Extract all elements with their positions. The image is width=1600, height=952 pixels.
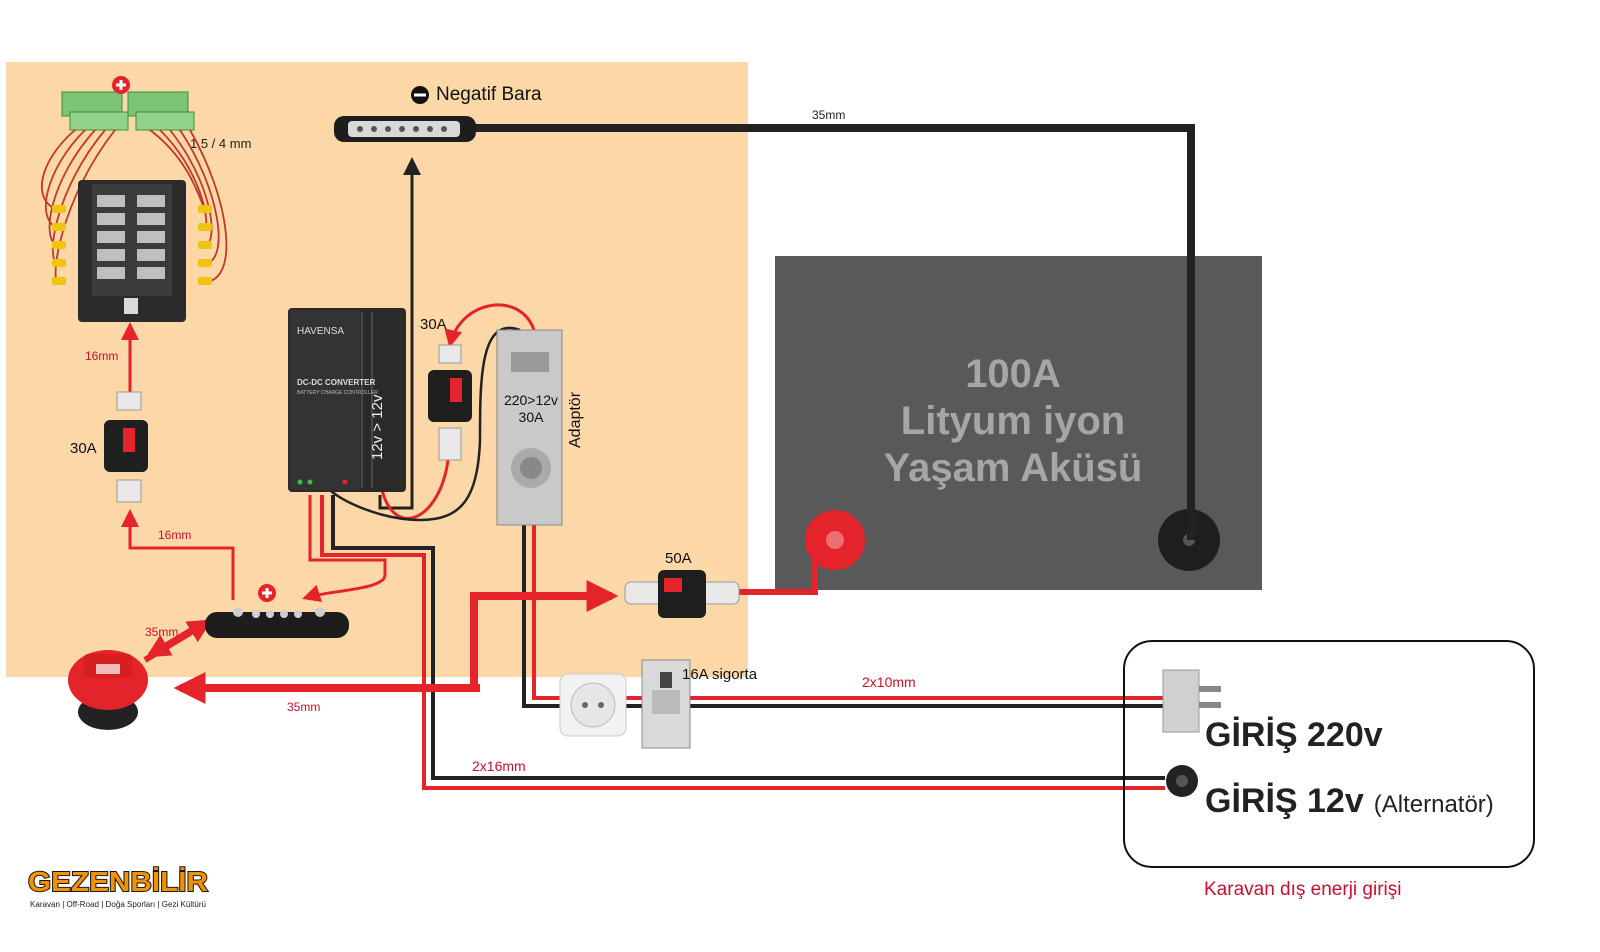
fuse-block-wires bbox=[41, 129, 228, 283]
wire-converter-to-bus bbox=[302, 495, 387, 603]
terminal-block-right bbox=[127, 91, 195, 131]
wire-converter-negative bbox=[378, 157, 421, 510]
wire-adapter-negative-loop bbox=[329, 326, 521, 522]
fuse-left-30a bbox=[104, 391, 148, 503]
label-cable-35-switch-lower: 35mm bbox=[287, 700, 320, 714]
label-fuse-left: 30A bbox=[70, 440, 97, 457]
plus-icon bbox=[112, 76, 130, 94]
label-converter-brand: HAVENSA bbox=[297, 326, 344, 337]
fuse-block bbox=[52, 180, 212, 322]
battery-label-purpose: Yaşam Aküsü bbox=[884, 446, 1143, 490]
wire-fuse-to-battery bbox=[738, 560, 818, 595]
external-input-box bbox=[1123, 640, 1535, 868]
power-adapter bbox=[496, 329, 563, 526]
label-converter-title: DC-DC CONVERTER bbox=[297, 378, 375, 387]
label-input-12-note: (Alternatör) bbox=[1374, 791, 1494, 818]
label-adapter-spec-1: 220>12v bbox=[504, 392, 558, 408]
wire-converter-to-fuse bbox=[380, 459, 450, 520]
label-fuse-main: 50A bbox=[665, 550, 692, 567]
wire-2x10-black bbox=[522, 525, 1165, 708]
brand-logo: GEZENBİLİR Karavan | Off-Road | Doğa Spo… bbox=[27, 865, 209, 909]
plug-220-icon bbox=[1162, 669, 1221, 733]
label-external-caption: Karavan dış enerji girişi bbox=[1204, 879, 1401, 900]
wall-socket bbox=[559, 673, 627, 737]
logo-text: GEZENBİLİR bbox=[28, 866, 208, 897]
circuit-breaker bbox=[641, 659, 691, 749]
wire-negative-main bbox=[470, 124, 1195, 540]
label-converter-rating: 12v > 12v bbox=[369, 394, 386, 460]
label-input-12: GİRİŞ 12v (Alternatör) bbox=[1205, 782, 1494, 820]
battery-switch bbox=[68, 650, 148, 730]
label-adapter-spec-2: 30A bbox=[519, 409, 545, 425]
fuse-main-50a bbox=[624, 570, 740, 618]
label-cable-2x10: 2x10mm bbox=[862, 674, 916, 690]
logo-tagline: Karavan | Off-Road | Doğa Sporları | Gez… bbox=[30, 900, 206, 909]
label-cable-35-top: 35mm bbox=[812, 108, 845, 122]
socket-12v-icon bbox=[1166, 765, 1198, 797]
battery-label-type: Lityum iyon bbox=[901, 399, 1125, 443]
wire-adapter-to-fuse bbox=[444, 303, 536, 348]
terminal-block-left bbox=[61, 91, 129, 131]
wire-bus-to-left-fuse bbox=[121, 509, 235, 600]
wire-2x10-red bbox=[532, 525, 1165, 700]
label-fuse-mid: 30A bbox=[420, 316, 447, 333]
label-breaker: 16A sigorta bbox=[682, 666, 758, 683]
label-terminal-size: 1,5 / 4 mm bbox=[190, 136, 251, 151]
positive-bus-bar bbox=[205, 607, 349, 638]
label-converter-subtitle: BATTERY CHARGE CONTROLLER bbox=[297, 390, 378, 396]
wire-main-to-fuse bbox=[470, 580, 619, 688]
wire-switch-to-bus bbox=[143, 619, 213, 663]
label-cable-35-switch-upper: 35mm bbox=[145, 625, 178, 639]
dc-dc-converter bbox=[288, 308, 406, 492]
wire-2x16-red bbox=[320, 495, 1165, 790]
label-input-220: GİRİŞ 220v bbox=[1205, 716, 1383, 754]
label-cable-2x16: 2x16mm bbox=[472, 758, 526, 774]
fuse-mid-30a bbox=[428, 344, 472, 461]
label-cable-16-lower: 16mm bbox=[158, 528, 191, 542]
label-adapter-name: Adaptör bbox=[567, 391, 584, 448]
battery-label-capacity: 100A bbox=[965, 352, 1061, 396]
battery-positive-terminal bbox=[805, 510, 865, 570]
label-input-12-main: GİRİŞ 12v bbox=[1205, 782, 1364, 820]
label-negative-bus: Negatif Bara bbox=[436, 84, 542, 105]
minus-icon bbox=[411, 86, 429, 104]
plus-icon bbox=[258, 584, 276, 602]
negative-bus-bar bbox=[334, 116, 476, 142]
wire-2x16-black bbox=[331, 495, 1165, 780]
label-cable-16-upper: 16mm bbox=[85, 349, 118, 363]
